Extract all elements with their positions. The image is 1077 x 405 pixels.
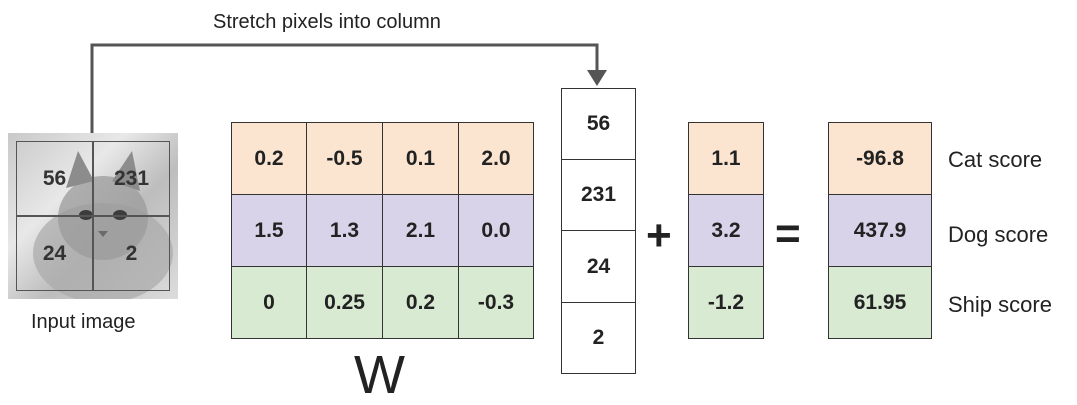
stretch-caption: Stretch pixels into column xyxy=(213,11,441,33)
score-cell: -96.8 xyxy=(828,122,932,195)
vector-cell: 231 xyxy=(561,159,636,231)
weight-cell: -0.3 xyxy=(458,266,534,339)
input-image: 56 231 24 2 xyxy=(8,133,178,299)
cat-image-illustration xyxy=(33,151,173,299)
weight-cell: 2.0 xyxy=(458,122,534,195)
image-pixel: 231 xyxy=(93,141,170,216)
weight-cell: 0.2 xyxy=(382,266,459,339)
stretch-arrow-line xyxy=(90,43,599,133)
score-cell: 61.95 xyxy=(828,266,932,339)
image-pixel: 56 xyxy=(16,141,93,216)
score-cell: 437.9 xyxy=(828,194,932,267)
w-label: W xyxy=(354,345,405,405)
ship-score-label: Ship score xyxy=(948,292,1052,317)
plus-sign: + xyxy=(646,211,672,260)
image-pixel: 24 xyxy=(16,216,93,291)
weight-cell: 0 xyxy=(231,266,307,339)
bias-cell: 1.1 xyxy=(688,122,764,195)
stretch-arrow-head xyxy=(587,70,607,86)
equals-sign: = xyxy=(775,209,801,258)
vector-cell: 56 xyxy=(561,88,636,160)
vector-cell: 24 xyxy=(561,230,636,303)
weight-cell: 0.25 xyxy=(306,266,383,339)
weight-cell: -0.5 xyxy=(306,122,383,195)
bias-cell: 3.2 xyxy=(688,194,764,267)
bias-cell: -1.2 xyxy=(688,266,764,339)
weight-cell: 0.1 xyxy=(382,122,459,195)
weight-cell: 0.2 xyxy=(231,122,307,195)
image-pixel: 2 xyxy=(93,216,170,291)
weight-cell: 0.0 xyxy=(458,194,534,267)
input-image-label: Input image xyxy=(31,311,136,333)
dog-score-label: Dog score xyxy=(948,222,1049,247)
weight-cell: 1.5 xyxy=(231,194,307,267)
vector-cell: 2 xyxy=(561,302,636,374)
weight-cell: 1.3 xyxy=(306,194,383,267)
cat-score-label: Cat score xyxy=(948,147,1043,172)
weight-cell: 2.1 xyxy=(382,194,459,267)
